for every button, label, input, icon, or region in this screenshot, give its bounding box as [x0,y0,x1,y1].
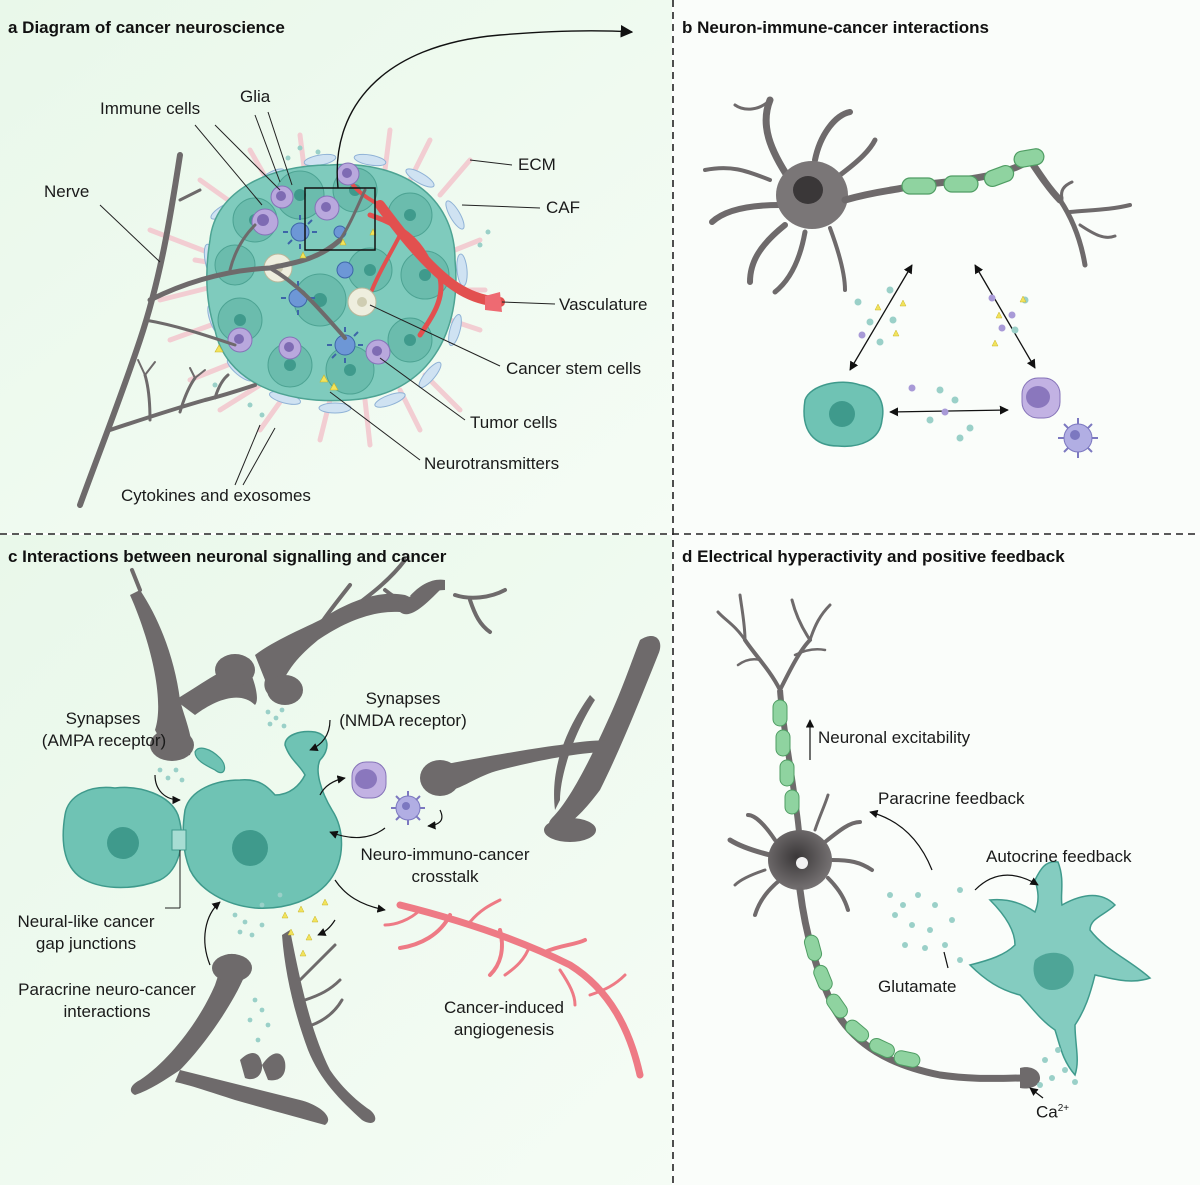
label-calcium-superscript: 2+ [1057,1103,1070,1114]
label-vasculature: Vasculature [559,295,648,314]
calcium-particles [1037,1047,1078,1088]
angiogenesis-vessel [383,898,644,1079]
panel-c-artwork [62,558,661,1125]
label-ecm: ECM [518,155,556,174]
vessel-end [485,292,502,312]
panel-c-title: c Interactions between neuronal signalli… [8,547,447,566]
neuron-d-soma-dendrites [727,793,874,917]
immune-cells-b [1021,377,1098,458]
panel-b-background [674,0,1200,533]
label-paracrine-feedback: Paracrine feedback [878,789,1025,808]
synaptic-terminals-c [150,654,596,982]
neuron-d-nucleus-highlight [796,857,808,869]
label-calcium-base: Ca [1036,1102,1058,1122]
cancer-cell-b-nucleus [829,401,855,427]
panel-d-artwork [716,593,1152,1099]
panel-b-title: b Neuron-immune-cancer interactions [682,18,990,37]
axon-terminal-d [1020,1067,1040,1089]
tumor-cell-d-nucleus [1033,952,1074,990]
label-crosstalk-1: Neuro-immuno-cancer [360,845,530,864]
cytokine-dots [212,145,491,418]
label-tumor-cells: Tumor cells [470,413,558,432]
immune-cells [227,162,391,365]
nerve [77,152,367,508]
particles-c [157,707,329,1043]
interaction-arrows-b [849,264,1036,417]
myelin-sheaths-d-lower [803,934,921,1068]
label-cytokines-exosomes: Cytokines and exosomes [121,486,311,505]
label-immune-cells: Immune cells [100,99,201,118]
label-nerve: Nerve [44,182,90,201]
zoom-arrow [336,25,634,189]
label-cancer-stem-cells: Cancer stem cells [506,359,642,378]
label-neurotransmitters: Neurotransmitters [424,454,560,473]
neuron-b-dendrites [703,96,878,295]
label-angiogenesis-1: Cancer-induced [443,998,564,1017]
label-synapses-ampa-2: (AMPA receptor) [41,731,167,750]
glutamate-particles [887,887,963,963]
label-synapses-ampa-1: Synapses [65,709,141,728]
label-synapses-nmda-1: Synapses [365,689,441,708]
neuron-c-bottom [130,930,376,1125]
label-paracrine-2: interactions [63,1002,151,1021]
neuron-d-dendrites [716,593,832,692]
cancer-stem-cells [263,253,377,317]
label-angiogenesis-2: angiogenesis [453,1020,555,1039]
neuron-c-processes [130,579,661,832]
label-paracrine-1: Paracrine neuro-cancer [18,980,196,999]
neuron-c-branches [130,558,507,634]
zoom-box [304,187,376,251]
arrows-c [154,719,443,966]
panel-a-artwork [77,25,634,508]
myelin-sheaths-d-upper [772,699,800,815]
myelin-sheaths-b [901,148,1045,195]
panel-a-leader-lines [99,111,556,486]
label-neuronal-excitability: Neuronal excitability [818,728,971,747]
label-autocrine-feedback: Autocrine feedback [986,847,1132,866]
label-synapses-nmda-2: (NMDA receptor) [339,711,467,730]
label-caf: CAF [546,198,580,217]
tumor-cells-c [62,730,343,909]
glia-spikes [281,215,363,363]
neuron-b-nucleus [793,176,823,204]
axon-terminal-b [1057,180,1132,268]
panel-b-artwork [703,96,1132,458]
label-glia: Glia [240,87,271,106]
label-glutamate: Glutamate [878,977,957,996]
label-gap-junctions-1: Neural-like cancer [17,912,155,931]
panel-a-title: a Diagram of cancer neuroscience [8,18,285,37]
label-gap-junctions-2: gap junctions [35,934,137,953]
neuron-c-bottom-branches [298,943,344,1027]
label-calcium: Ca2+ [1036,1098,1069,1123]
label-crosstalk-2: crosstalk [411,867,479,886]
panel-d-title: d Electrical hyperactivity and positive … [682,547,1065,566]
immune-cells-c [351,761,425,825]
signal-particles-b [854,286,1029,442]
arrows-d [805,719,1044,1099]
